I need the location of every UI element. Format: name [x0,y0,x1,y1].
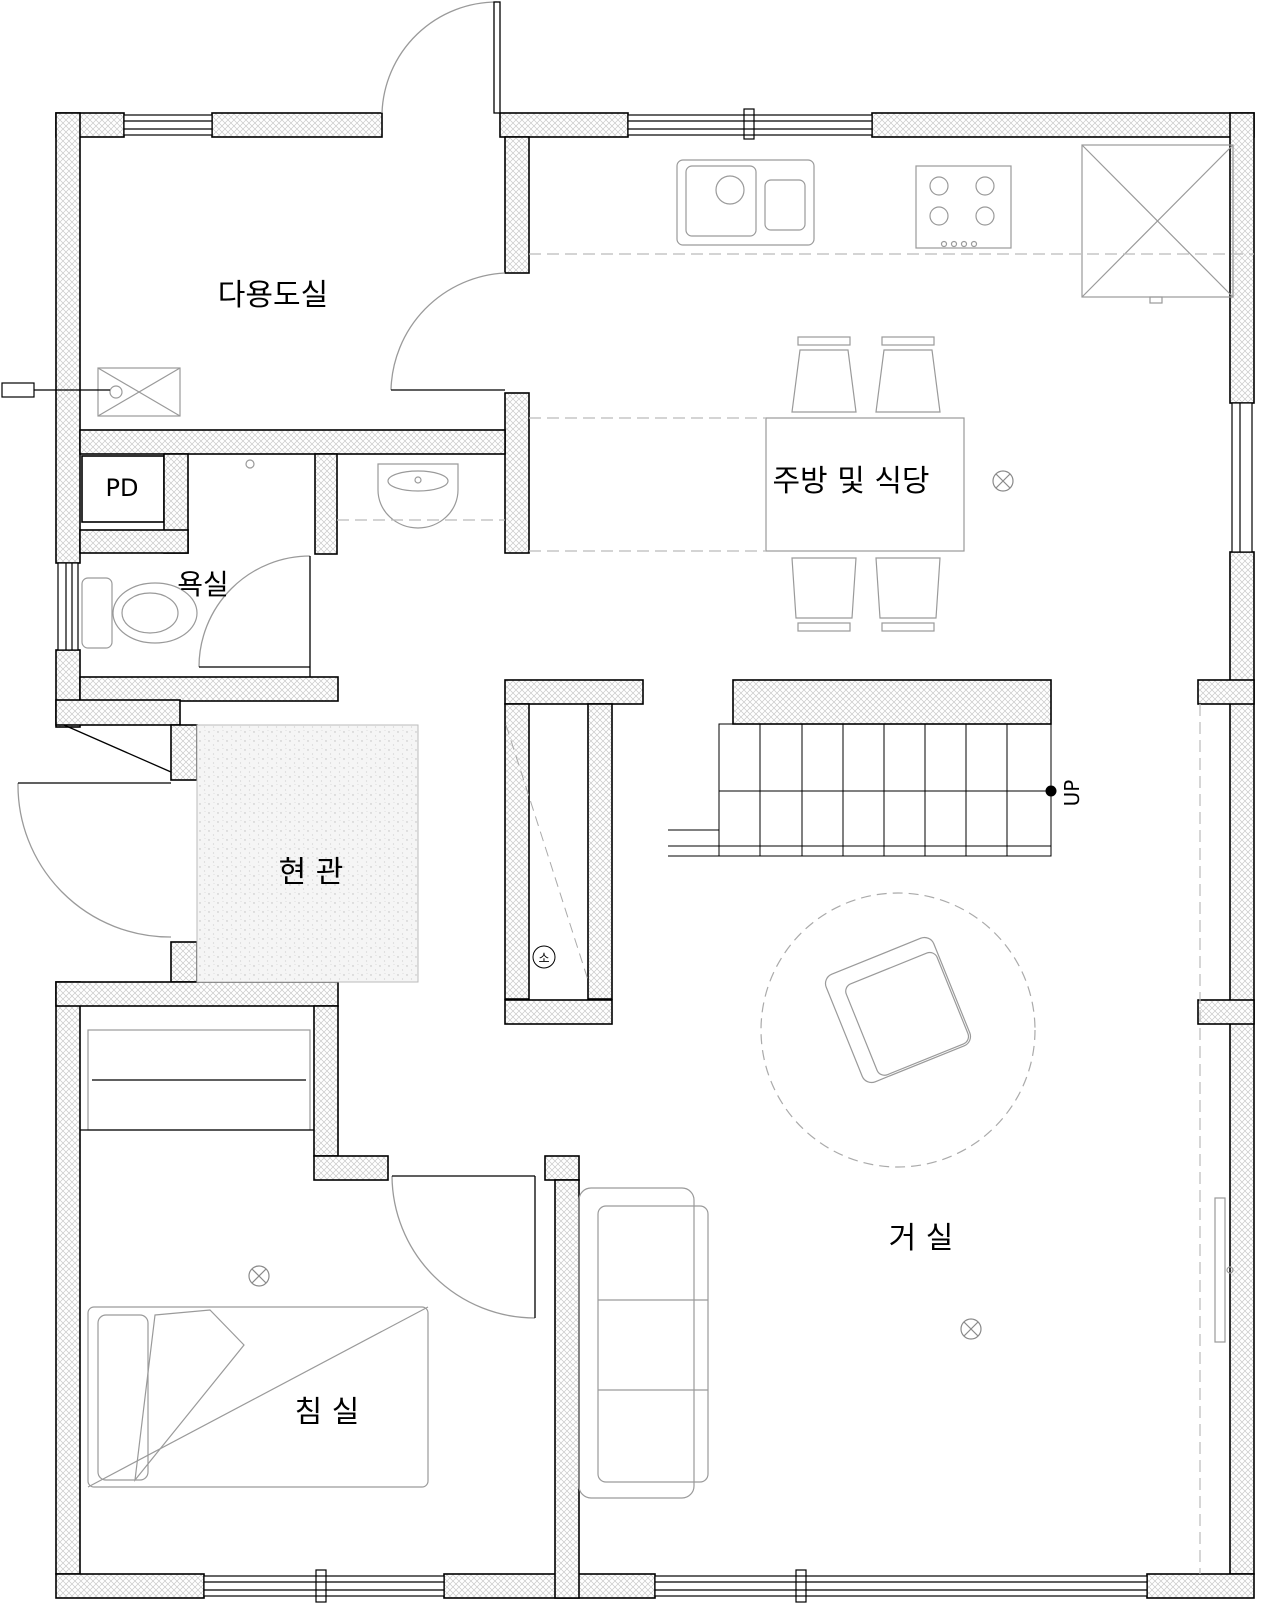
window-top-kitchen [627,108,873,140]
stairs [668,723,1057,857]
tv [1214,1197,1234,1343]
window-bottom-living [654,1569,1148,1603]
room-label-living: 거 실 [889,1221,954,1256]
light-icon-living [960,1318,982,1340]
light-icon-bedroom [248,1265,270,1287]
toilet [81,577,198,649]
door-bath [198,555,311,677]
floor-drain [97,367,181,417]
bedroom-furniture [80,1029,429,1488]
door-bedroom [391,1175,536,1319]
room-label-utility: 다용도실 [218,278,328,313]
room-label-pd: PD [106,474,139,502]
room-label-bedroom: 침 실 [295,1395,360,1430]
doors [17,1,536,1319]
sofa [578,1187,709,1499]
stair-up-label: UP [1060,780,1084,807]
light-fixture-icons [248,470,1014,1340]
room-label-bath: 욕실 [177,568,229,601]
room-label-entrance: 현 관 [279,855,344,890]
room-label-kitchen: 주방 및 식당 [772,464,929,499]
rug [760,892,1036,1168]
walls [55,112,1255,1599]
closet [80,1029,314,1131]
window-bottom-bedroom [203,1569,445,1603]
light-icon-kitchen [992,470,1014,492]
armchair [824,936,972,1084]
refrigerator [1081,144,1234,304]
window-left-bath [57,562,79,651]
window-top-utility [123,114,213,136]
door-exterior-top [381,1,501,114]
window-right-kitchen [1231,402,1253,553]
utility-fixtures [1,367,181,417]
fire-extinguisher-icon: 소 [532,945,556,969]
diagonal-guide [505,724,589,981]
entrance-floor [196,724,419,983]
door-utility-kitchen [390,272,506,391]
outdoor-faucet [1,382,110,398]
dining-set [529,336,965,632]
door-entrance [17,782,172,938]
gas-range [915,165,1012,249]
door-pd-hinged [63,724,172,773]
extinguisher-label: 소 [538,951,549,965]
living-furniture [578,704,1234,1574]
bath-fixtures [81,459,505,649]
sink [676,159,815,246]
bed [87,1306,429,1488]
kitchen-fixtures [529,144,1254,304]
washbasin [377,463,459,529]
windows [57,108,1253,1603]
